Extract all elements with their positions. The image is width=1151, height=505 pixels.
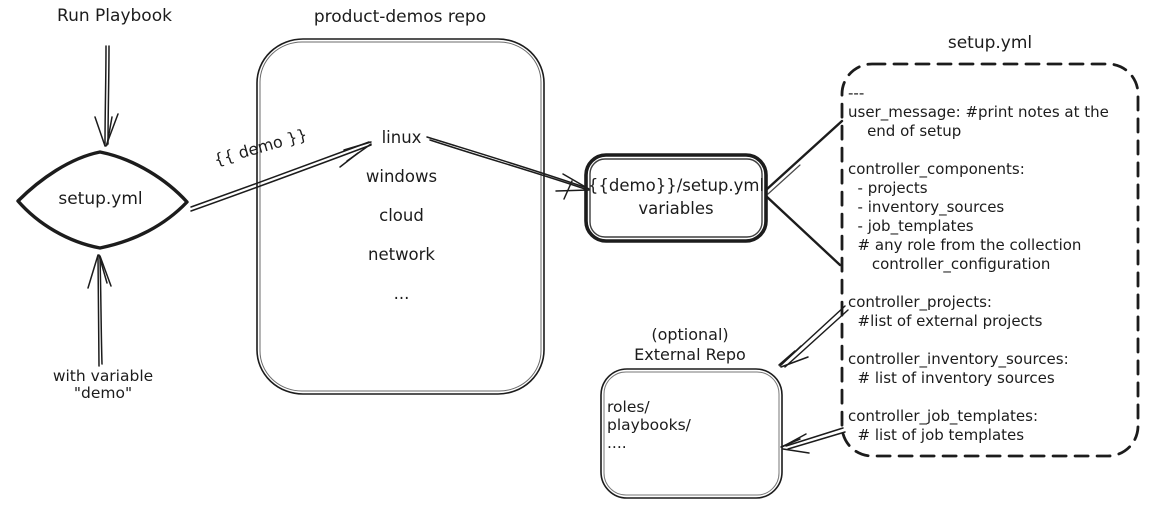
setup-yml-file-title: setup.yml: [947, 33, 1033, 53]
setup-yml-file-content: --- user_message: #print notes at the en…: [848, 84, 1109, 444]
repo-item-windows: windows: [365, 167, 438, 186]
repo-item-cloud: cloud: [379, 206, 424, 225]
bracket-variables-to-file: [764, 119, 844, 267]
external-repo-shape: [600, 368, 783, 499]
with-variable-label: with variable "demo": [52, 367, 154, 402]
product-demos-repo-title: product-demos repo: [313, 7, 487, 27]
repo-item-network: network: [367, 245, 435, 264]
run-playbook-label: Run Playbook: [57, 6, 172, 26]
arrow-diamond-to-linux: [190, 141, 372, 212]
product-demos-repo-items: linux windows cloud network ...: [258, 118, 545, 313]
setup-diamond-label: setup.yml: [58, 189, 143, 209]
arrow-projects-to-external-repo: [778, 305, 849, 368]
arrow-with-variable-to-diamond: [87, 254, 112, 367]
repo-item-linux: linux: [381, 128, 422, 147]
setup-yml-file-shape: [840, 62, 1140, 458]
setup-diamond-shape: [16, 150, 189, 250]
external-repo-title: (optional) External Repo: [634, 325, 746, 364]
repo-item-ellipsis: ...: [393, 284, 410, 303]
arrow-run-playbook-to-diamond: [94, 45, 119, 147]
variables-box-shape: [584, 153, 768, 243]
variables-box-label: {{demo}}/setup.yml variables: [587, 176, 765, 218]
product-demos-repo-shape: [256, 38, 545, 395]
external-repo-content: roles/ playbooks/ ....: [607, 398, 691, 452]
arrow-job-templates-to-external-repo: [780, 427, 846, 454]
